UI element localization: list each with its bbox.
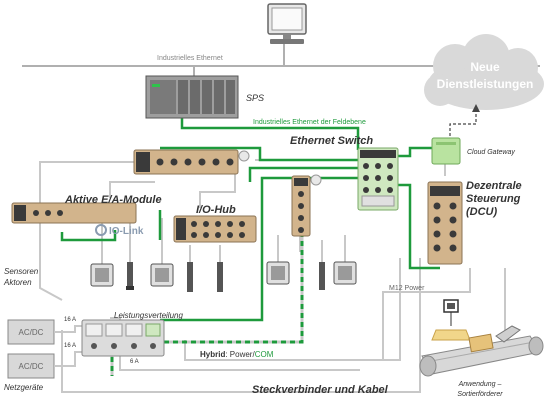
plc-icon <box>145 75 239 119</box>
hybrid-word: Hybrid <box>200 350 225 359</box>
hybrid-label: Hybrid: Power/COM <box>200 350 274 359</box>
io-link-logo: IO-Link <box>95 224 144 237</box>
power-lines <box>54 325 82 367</box>
hybrid-com: COM <box>255 350 274 359</box>
active-io-label: Aktive E/A-Module <box>64 194 162 206</box>
dcu-label-line2: Steuerung <box>466 193 521 205</box>
actuator-icon <box>126 262 134 290</box>
io-hub-icon <box>173 215 257 243</box>
industrial-ethernet-label: Industrielles Ethernet <box>157 55 223 62</box>
power-supply-icon <box>7 353 55 379</box>
field-ethernet-label: Industrielles Ethernet der Feldebene <box>253 119 366 126</box>
sensors-label-line2: Aktoren <box>3 278 32 287</box>
sensor-icon <box>266 261 290 285</box>
sensor-icon <box>150 263 174 287</box>
sensor-icon <box>333 261 357 285</box>
application-label-line2: Sortierförderer <box>457 391 503 398</box>
cloud-gateway-label: Cloud Gateway <box>467 149 515 156</box>
cloud-icon <box>424 34 544 110</box>
io-hub-label: I/O-Hub <box>196 204 236 216</box>
dcu-icon <box>427 181 463 265</box>
io-module-icon <box>11 202 137 224</box>
fuse-label-1: 16 A <box>64 317 76 323</box>
switch-icon <box>357 147 399 211</box>
hybrid-power: : Power/ <box>225 350 255 359</box>
sensor-icon <box>90 263 114 287</box>
application-label-line1: Anwendung – <box>458 381 502 388</box>
cloud-title-line1: Neue <box>470 60 500 74</box>
hybrid-cable <box>110 232 304 376</box>
acdc-label-1: AC/DC <box>19 328 44 337</box>
fuse-label-2: 16 A <box>64 343 76 349</box>
io-module-icon <box>133 149 239 175</box>
cloud-uplink-arrow <box>449 104 480 146</box>
module-tag-icon <box>310 174 322 186</box>
io-link-label: IO-Link <box>109 226 144 237</box>
io-module-icon <box>291 175 311 237</box>
actuator-icon <box>187 262 193 292</box>
module-tag-icon <box>238 150 250 162</box>
cloud-title-line2: Dienstleistungen <box>437 77 534 91</box>
power-distribution-icon <box>81 319 165 357</box>
gateway-icon <box>431 137 461 165</box>
fuse-label-3: 6 A <box>130 359 139 365</box>
m12-power-label: M12 Power <box>389 285 425 292</box>
ethernet-switch-label: Ethernet Switch <box>290 135 373 147</box>
power-distribution-label: Leistungsverteilung <box>114 311 183 320</box>
actuator-icon <box>217 262 223 292</box>
connectors-label: Steckverbinder und Kabel <box>252 384 389 396</box>
sps-label: SPS <box>246 93 264 103</box>
computer-icon <box>267 3 307 44</box>
actuator-icon <box>319 262 325 290</box>
dcu-label-line3: (DCU) <box>466 206 497 218</box>
dcu-label-line1: Dezentrale <box>466 180 522 192</box>
psu-label: Netzgeräte <box>4 383 44 392</box>
sensors-label-line1: Sensoren <box>4 267 39 276</box>
power-supply-icon <box>7 319 55 345</box>
acdc-label-2: AC/DC <box>19 362 44 371</box>
conveyor-icon <box>419 299 544 377</box>
